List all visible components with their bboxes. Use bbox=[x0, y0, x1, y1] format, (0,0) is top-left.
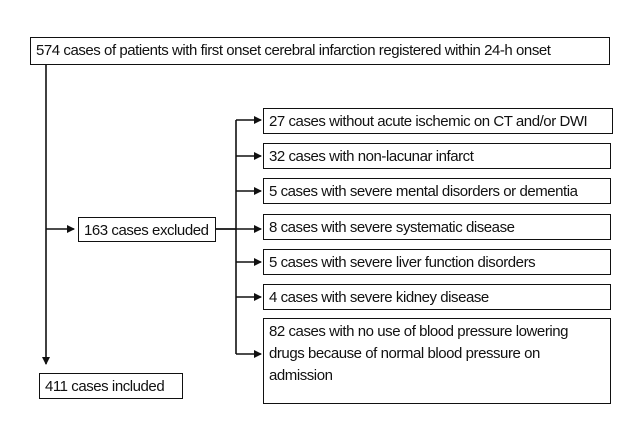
included-text: 411 cases included bbox=[45, 378, 165, 395]
exclusion-reason-5-text: 5 cases with severe liver function disor… bbox=[269, 254, 536, 271]
exclusion-reason-1-text: 27 cases without acute ischemic on CT an… bbox=[269, 113, 588, 130]
exclusion-reason-6: 4 cases with severe kidney disease bbox=[263, 284, 611, 310]
excluded-text: 163 cases excluded bbox=[84, 222, 209, 239]
registered-box: 574 cases of patients with first onset c… bbox=[30, 37, 610, 65]
exclusion-reason-2: 32 cases with non-lacunar infarct bbox=[263, 143, 611, 169]
exclusion-reason-7: 82 cases with no use of blood pressure l… bbox=[263, 318, 611, 404]
excluded-box: 163 cases excluded bbox=[78, 217, 216, 242]
exclusion-reason-3: 5 cases with severe mental disorders or … bbox=[263, 178, 611, 204]
exclusion-reason-2-text: 32 cases with non-lacunar infarct bbox=[269, 148, 474, 165]
exclusion-reason-7-text: 82 cases with no use of blood pressure l… bbox=[269, 323, 569, 384]
exclusion-reason-4: 8 cases with severe systematic disease bbox=[263, 214, 611, 240]
exclusion-reason-6-text: 4 cases with severe kidney disease bbox=[269, 289, 489, 306]
exclusion-reason-5: 5 cases with severe liver function disor… bbox=[263, 249, 611, 275]
exclusion-reason-3-text: 5 cases with severe mental disorders or … bbox=[269, 183, 578, 200]
exclusion-reason-1: 27 cases without acute ischemic on CT an… bbox=[263, 108, 613, 134]
registered-text: 574 cases of patients with first onset c… bbox=[36, 42, 551, 59]
included-box: 411 cases included bbox=[39, 373, 183, 399]
exclusion-reason-4-text: 8 cases with severe systematic disease bbox=[269, 219, 515, 236]
